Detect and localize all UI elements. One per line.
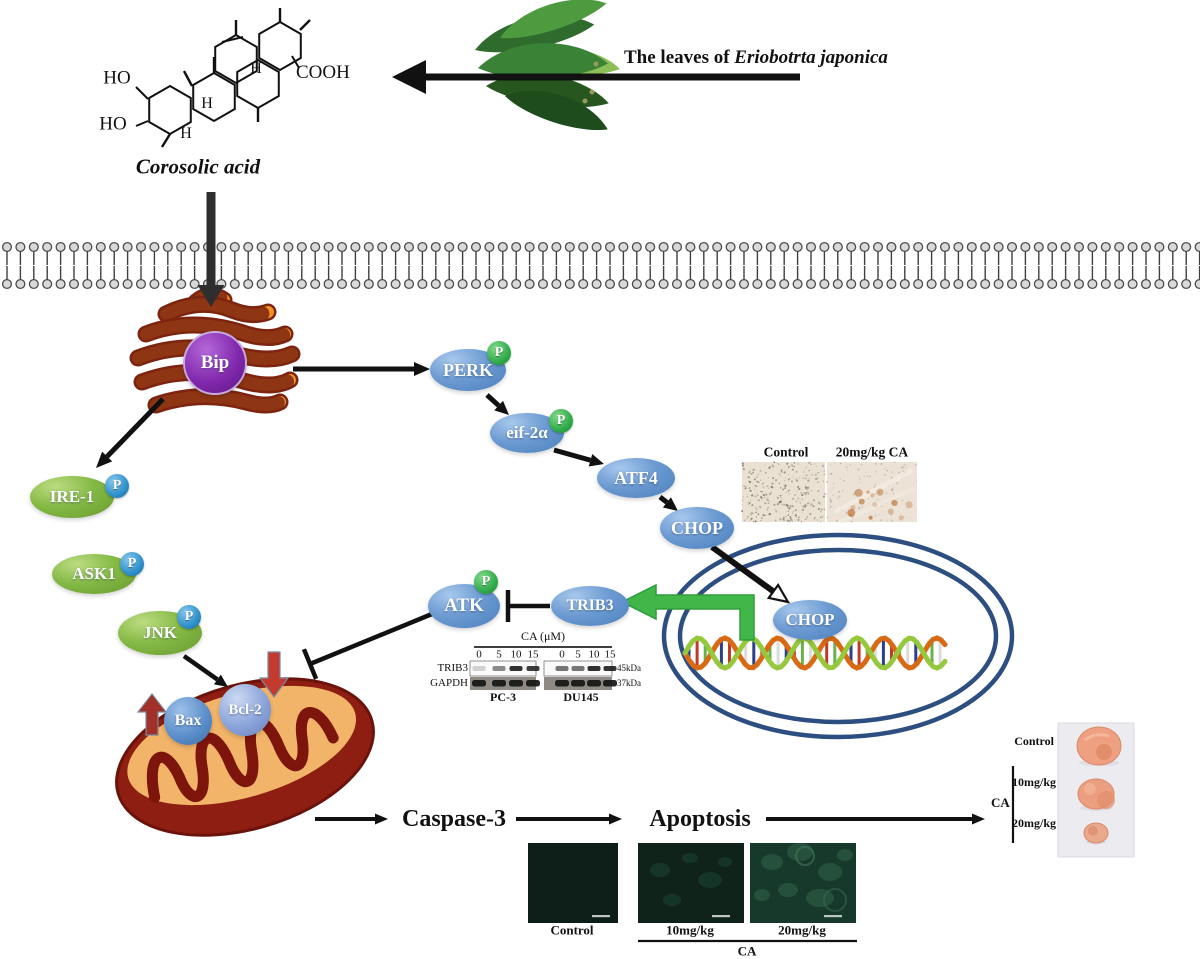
ihc-images <box>740 460 917 524</box>
leaves-caption: The leaves of Eriobotrta japonica <box>624 48 888 67</box>
h-label-2: H <box>180 125 192 142</box>
compound-name: Corosolic acid <box>135 154 261 179</box>
blot-treatment-title: CA (μM) <box>520 629 566 643</box>
blot-row-gapdh: GAPDH <box>430 677 468 689</box>
ihc-control-label: Control <box>763 444 809 460</box>
chop-to-trib3-green-arrow <box>620 583 755 641</box>
fluorescence-images <box>528 843 857 943</box>
blot-lane-3b: 15 <box>604 648 616 661</box>
blot-row-trib3: TRIB3 <box>437 662 468 674</box>
phospho-badge-atk: P <box>474 570 498 594</box>
blot-lane-0b: 0 <box>559 648 565 661</box>
blot-lane-1a: 5 <box>496 648 502 661</box>
loquat-leaves-image <box>475 0 620 131</box>
blot-lane-0a: 0 <box>476 648 482 661</box>
blot-lane-3a: 15 <box>527 648 539 661</box>
cell-membrane <box>1 241 1200 290</box>
leaves-caption-species: Eriobotrta japonica <box>734 47 888 68</box>
dna-helix <box>682 635 948 671</box>
node-chop-nuclear: CHOP <box>773 600 847 640</box>
node-chop: CHOP <box>660 507 734 549</box>
blot-size-45kda: 45kDa <box>617 663 641 673</box>
pathway-arrows <box>96 60 985 825</box>
cooh-label: COOH <box>296 62 350 83</box>
node-bip: Bip <box>183 331 247 395</box>
node-bax: Bax <box>164 697 212 745</box>
blot-cellline-pc3: PC-3 <box>490 690 516 704</box>
ihc-treated-label: 20mg/kg CA <box>835 444 909 460</box>
h-label-3: H <box>250 60 262 77</box>
tumor-20mgkg-label: 20mg/kg <box>1011 816 1056 830</box>
phospho-badge-ire1: P <box>105 474 129 498</box>
fluo-group-label: CA <box>737 943 757 959</box>
node-atf4: ATF4 <box>597 458 675 498</box>
regulation-arrows <box>136 651 290 736</box>
tumor-group-label: CA <box>991 795 1010 810</box>
caspase3-label: Caspase-3 <box>401 806 507 832</box>
fluo-control-label: Control <box>550 922 594 938</box>
tumor-images <box>1011 722 1135 858</box>
blot-lane-1b: 5 <box>575 648 581 661</box>
h-label-1: H <box>201 95 213 112</box>
blot-lane-2b: 10 <box>588 648 600 661</box>
leaves-caption-prefix: The leaves of <box>624 47 735 68</box>
phospho-badge-eif2a: P <box>549 409 573 433</box>
ho-top-label: HO <box>103 67 131 89</box>
phospho-badge-ask1: P <box>120 552 144 576</box>
blot-cellline-du145: DU145 <box>563 690 599 704</box>
phospho-badge-jnk: P <box>177 605 201 629</box>
ho-bottom-label: HO <box>99 113 127 135</box>
node-ire1: IRE-1 <box>30 476 114 518</box>
tumor-control-label: Control <box>1014 734 1054 748</box>
tumor-10mgkg-label: 10mg/kg <box>1011 775 1056 789</box>
blot-lane-2a: 10 <box>510 648 522 661</box>
node-bcl2: Bcl-2 <box>219 684 271 736</box>
phospho-badge-perk: P <box>487 341 511 365</box>
blot-size-37kda: 37kDa <box>617 678 641 688</box>
western-blot <box>469 646 617 690</box>
corosolic-acid-structure <box>135 8 311 148</box>
node-trib3: TRIB3 <box>551 586 629 626</box>
nucleus-envelope <box>661 532 1015 740</box>
apoptosis-label: Apoptosis <box>649 806 751 832</box>
fluo-20mgkg-label: 20mg/kg <box>778 922 826 938</box>
fluo-10mgkg-label: 10mg/kg <box>666 922 714 938</box>
